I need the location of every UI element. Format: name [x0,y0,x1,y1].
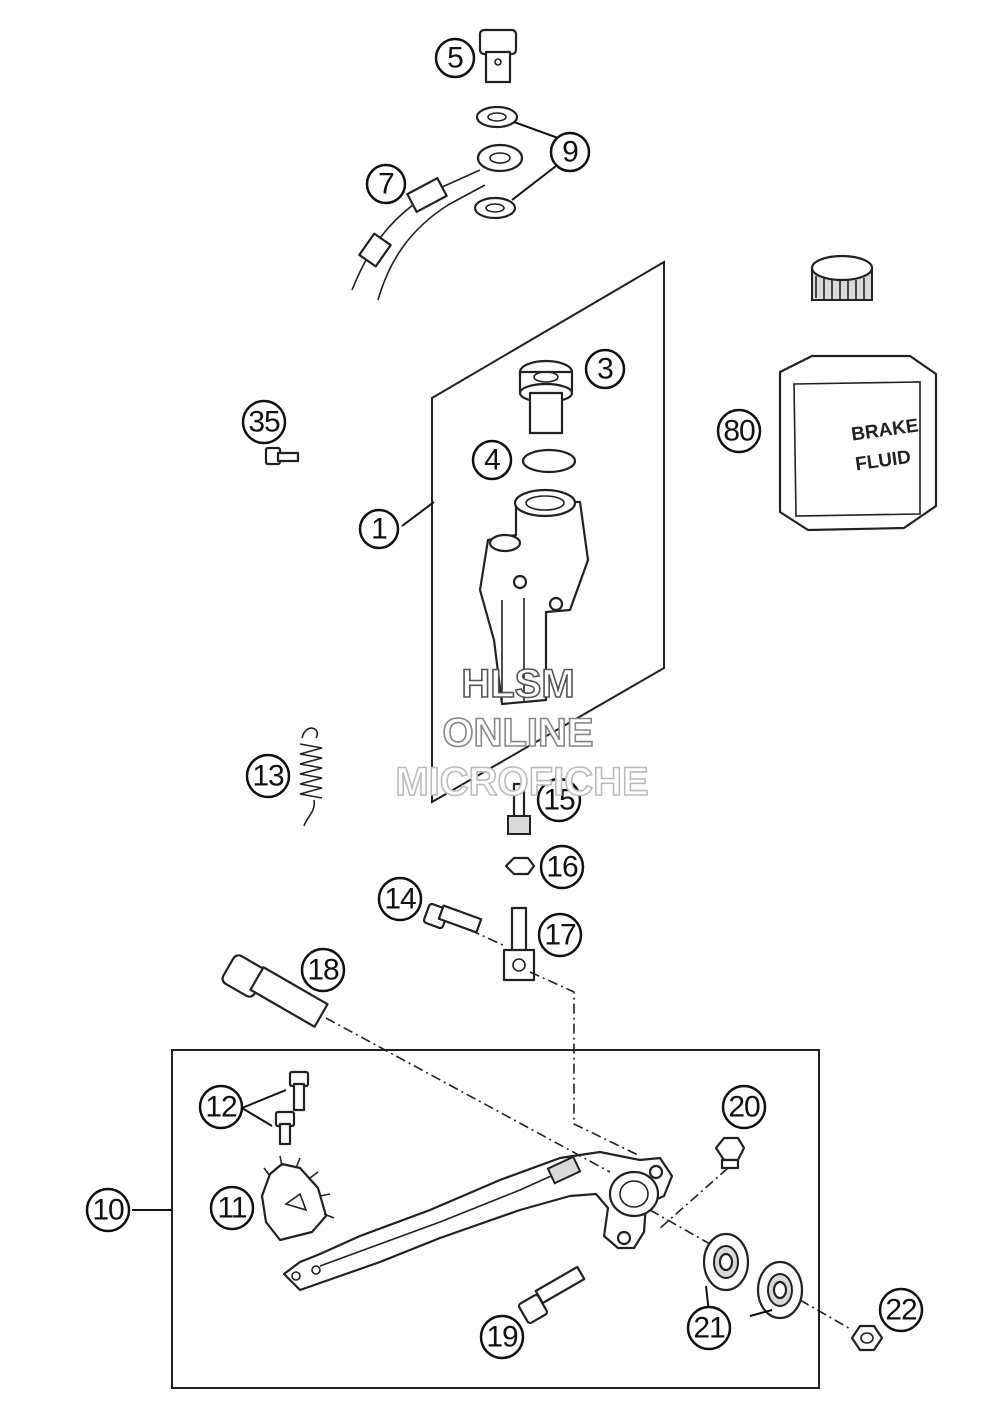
push-rod-part [507,782,531,835]
callout-4: 4 [471,439,513,481]
clevis-part [502,906,536,982]
brake-lever-part [282,1150,674,1292]
svg-text:12: 12 [205,1091,237,1124]
kit-frame [431,260,665,804]
sealing-washer-upper-part [475,105,519,129]
callout-15: 15 [536,777,582,823]
svg-text:20: 20 [728,1091,760,1124]
nut-part [504,856,536,876]
bearing-1-part [702,1232,750,1292]
lever-bolt-part [517,1265,586,1325]
step-plate-part [260,1155,335,1242]
bolt-lower-part [274,1110,296,1146]
callout-35: 35 [241,399,287,445]
bolt-upper-part [288,1070,310,1112]
nut-22-part [850,1324,884,1352]
pivot-bolt-part [221,954,329,1028]
watermark-line-3: MICROFICHE [395,760,648,804]
brake-fluid-can-part: BRAKE FLUID [778,254,938,532]
brake-line-part [351,143,524,301]
reservoir-cap-part [518,359,574,435]
sealing-washer-lower-part [473,196,517,220]
bearing-2-part [756,1260,804,1320]
svg-text:5: 5 [447,42,463,75]
callout-19: 19 [479,1314,525,1360]
svg-text:19: 19 [486,1321,518,1354]
callout-7: 7 [365,163,407,205]
svg-text:17: 17 [544,919,576,952]
svg-text:15: 15 [543,784,575,817]
callout-22: 22 [878,1287,924,1333]
banjo-bolt-part [478,28,518,84]
svg-text:80: 80 [723,415,755,448]
callout-11: 11 [209,1185,255,1231]
svg-text:9: 9 [562,136,578,169]
callout-1: 1 [358,508,400,550]
master-cylinder-part [478,488,590,706]
svg-text:13: 13 [252,760,284,793]
collar-nut-part [714,1136,746,1170]
clevis-bolt-part [422,902,483,934]
callout-21: 21 [686,1305,732,1351]
callout-14: 14 [377,876,423,922]
callout-20: 20 [721,1084,767,1130]
callout-9: 9 [549,131,591,173]
callout-12: 12 [198,1084,244,1130]
svg-text:22: 22 [885,1294,917,1327]
o-ring-part [521,448,577,474]
callout-13: 13 [245,753,291,799]
svg-text:10: 10 [92,1194,124,1227]
svg-text:16: 16 [546,851,578,884]
svg-text:1: 1 [371,513,387,546]
svg-text:3: 3 [597,353,613,386]
svg-text:14: 14 [384,883,416,916]
spring-part [299,727,323,827]
svg-text:4: 4 [484,444,500,477]
callout-5: 5 [434,37,476,79]
svg-text:35: 35 [248,406,280,439]
watermark: HLSM ONLINE MICROFICHE [395,661,650,805]
watermark-line-2: ONLINE [442,711,593,755]
lever-assembly-frame [171,1049,820,1389]
callout-3: 3 [584,348,626,390]
watermark-line-1: HLSM [461,662,574,706]
screw-part [264,446,300,466]
svg-text:21: 21 [693,1312,725,1345]
callout-16: 16 [539,844,585,890]
assembly-lines [325,929,853,1331]
callout-80: 80 [716,408,762,454]
svg-text:7: 7 [378,168,394,201]
callout-10: 10 [85,1187,131,1233]
leader-lines [132,121,773,1323]
callout-17: 17 [537,912,583,958]
callout-18: 18 [300,947,346,993]
svg-text:18: 18 [307,954,339,987]
svg-text:11: 11 [217,1192,246,1225]
